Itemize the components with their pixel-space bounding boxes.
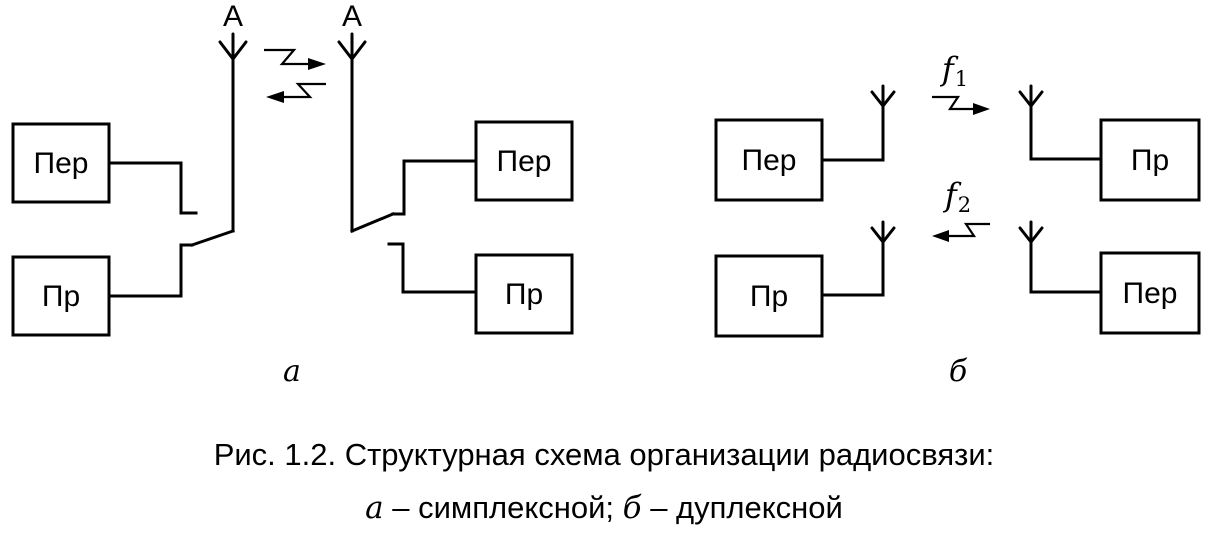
antenna-icon-right	[337, 32, 367, 61]
frequency-f2-label: f2	[943, 176, 971, 217]
figure-caption: Рис. 1.2. Структурная схема организации …	[214, 437, 995, 526]
caption-line-1: Рис. 1.2. Структурная схема организации …	[214, 437, 995, 472]
receiver-label-right-b: Пр	[1131, 144, 1169, 177]
antenna-icon-left	[218, 32, 248, 61]
receiver-wire-right-b	[1029, 102, 1103, 161]
antenna-label-right: A	[342, 0, 362, 33]
receiver-block-right-b	[1099, 118, 1201, 202]
transmitter-block-right-b	[1099, 251, 1201, 335]
receiver-label-left: Пр	[42, 280, 80, 313]
transmitter-wire-right-b	[1029, 238, 1103, 294]
transmitter-wire-right	[391, 159, 478, 216]
antenna-icon-tx-left-b	[870, 84, 896, 108]
panel-a-simplex: Пер Пр A A Пер Пр а	[11, 0, 574, 389]
receiver-wire-left	[107, 243, 194, 298]
transmitter-label-right-b: Пер	[1123, 277, 1178, 310]
transmitter-wire-left	[107, 161, 198, 215]
panel-b-label: б	[949, 354, 968, 389]
transmitter-block-right	[474, 120, 574, 202]
receiver-wire-left-b	[820, 238, 885, 297]
signal-arrow-f1-icon	[932, 95, 990, 115]
signal-arrow-left-icon	[266, 82, 326, 103]
frequency-f1-label: f1	[940, 50, 968, 91]
receiver-block-left	[11, 255, 111, 337]
panel-a-label: а	[283, 354, 301, 389]
switch-blade-right	[350, 212, 395, 233]
antenna-label-left: A	[223, 0, 243, 33]
transmitter-wire-left-b	[820, 102, 885, 162]
caption-line-2: а – симплексной; б – дуплексной	[365, 490, 843, 526]
panel-b-duplex: Пер Пр f1 f2 Пр Пер б	[714, 50, 1201, 389]
receiver-block-left-b	[714, 254, 824, 338]
transmitter-label-right: Пер	[497, 145, 552, 178]
transmitter-block-left	[11, 122, 111, 204]
signal-arrow-f2-icon	[932, 222, 990, 242]
receiver-label-left-b: Пр	[750, 280, 788, 313]
receiver-wire-right	[387, 242, 478, 294]
transmitter-label-left: Пер	[34, 147, 89, 180]
switch-blade-left	[190, 229, 235, 247]
transmitter-label-left-b: Пер	[742, 144, 797, 177]
receiver-block-right	[474, 253, 574, 335]
receiver-label-right: Пр	[505, 278, 543, 311]
signal-arrow-right-icon	[264, 48, 326, 70]
antenna-icon-rx-left-b	[870, 220, 896, 244]
